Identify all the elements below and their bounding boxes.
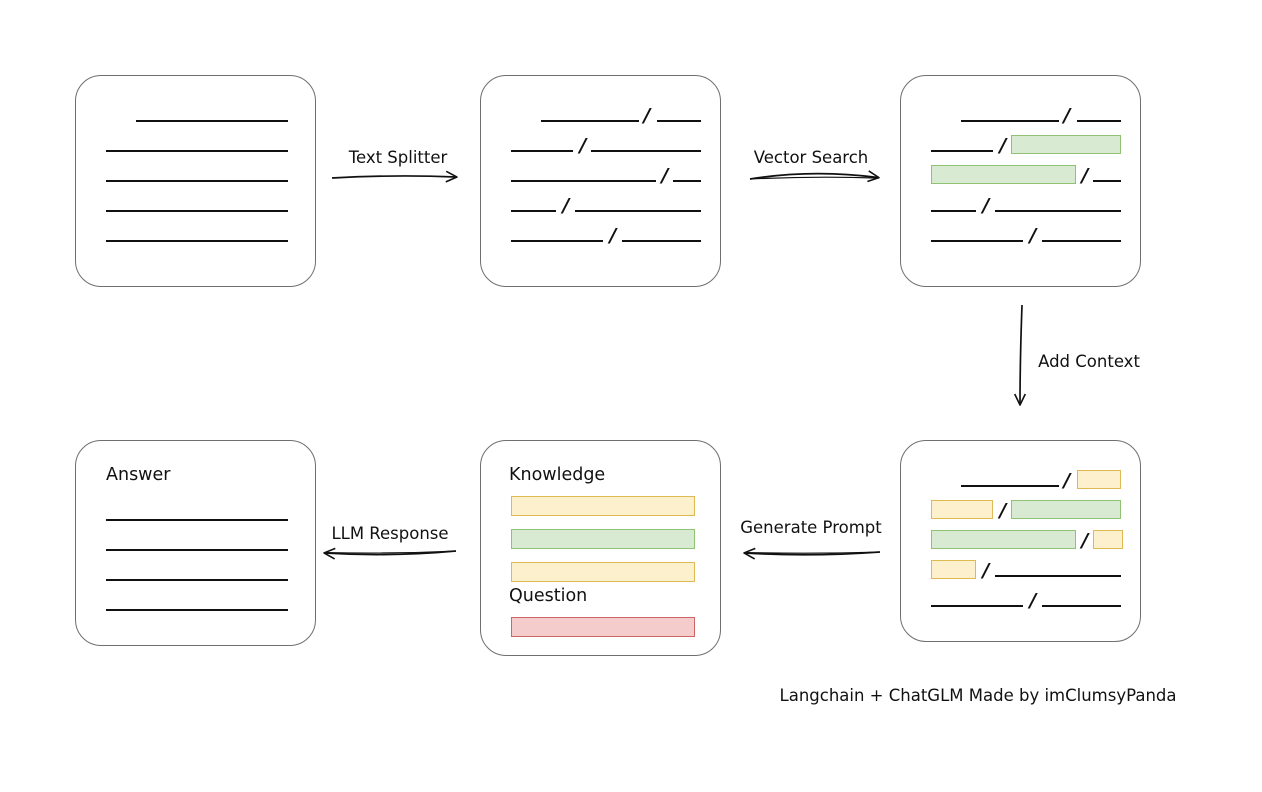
text-line-segment <box>931 210 976 212</box>
edge-label-text-splitter: Text Splitter <box>348 148 448 167</box>
separator-slash: / <box>562 194 570 217</box>
arrow-text-splitter <box>331 170 458 183</box>
text-line-segment <box>657 120 701 122</box>
retrieved-chunk-highlight <box>1011 135 1121 154</box>
separator-slash: / <box>999 499 1007 522</box>
text-line-segment <box>575 210 701 212</box>
text-line-segment <box>1093 180 1121 182</box>
context-chunk-highlight <box>931 500 993 519</box>
separator-slash: / <box>661 164 669 187</box>
knowledge-bar <box>511 562 695 582</box>
text-line <box>136 120 288 122</box>
prompt-card[interactable]: Knowledge Question <box>480 440 721 656</box>
text-line-segment <box>961 485 1059 487</box>
separator-slash: / <box>1063 469 1071 492</box>
text-line-segment <box>931 240 1023 242</box>
matched-document-card[interactable]: / / / / / <box>900 75 1141 287</box>
question-label: Question <box>509 586 588 606</box>
edge-label-llm-response: LLM Response <box>331 524 449 543</box>
question-bar <box>511 617 695 637</box>
text-line-segment <box>541 120 639 122</box>
text-line-segment <box>511 180 656 182</box>
text-line-segment <box>622 240 701 242</box>
text-line-segment <box>961 120 1059 122</box>
text-line <box>106 210 288 212</box>
split-document-card[interactable]: / / / / / <box>480 75 721 287</box>
separator-slash: / <box>1063 104 1071 127</box>
text-line-segment <box>931 605 1023 607</box>
answer-card[interactable]: Answer <box>75 440 316 646</box>
separator-slash: / <box>1081 164 1089 187</box>
separator-slash: / <box>982 559 990 582</box>
separator-slash: / <box>579 134 587 157</box>
context-chunk-highlight <box>1077 470 1121 489</box>
text-line-segment <box>1077 120 1121 122</box>
text-line-segment <box>1042 240 1121 242</box>
diagram-caption: Langchain + ChatGLM Made by imClumsyPand… <box>779 686 1177 705</box>
text-line-segment <box>995 210 1121 212</box>
edge-label-vector-search: Vector Search <box>753 148 869 167</box>
text-line <box>106 180 288 182</box>
edge-label-add-context: Add Context <box>1038 352 1140 371</box>
arrow-vector-search <box>749 170 880 183</box>
knowledge-label: Knowledge <box>509 465 606 485</box>
answer-line <box>106 519 288 521</box>
context-chunk-highlight <box>931 560 976 579</box>
text-line-segment <box>1042 605 1121 607</box>
answer-line <box>106 549 288 551</box>
answer-line <box>106 609 288 611</box>
context-document-card[interactable]: / / / / / <box>900 440 1141 642</box>
text-line-segment <box>591 150 701 152</box>
separator-slash: / <box>643 104 651 127</box>
separator-slash: / <box>1081 529 1089 552</box>
text-line-segment <box>673 180 701 182</box>
text-line-segment <box>511 210 556 212</box>
arrow-llm-response <box>323 547 457 560</box>
separator-slash: / <box>982 194 990 217</box>
answer-label: Answer <box>106 465 171 485</box>
arrow-add-context <box>1013 304 1027 406</box>
separator-slash: / <box>1029 224 1037 247</box>
text-line-segment <box>931 150 993 152</box>
text-line-segment <box>511 240 603 242</box>
knowledge-bar <box>511 496 695 516</box>
answer-line <box>106 579 288 581</box>
separator-slash: / <box>1029 589 1037 612</box>
text-line <box>106 150 288 152</box>
context-chunk-highlight <box>1093 530 1123 549</box>
retrieved-chunk-highlight <box>1011 500 1121 519</box>
edge-label-generate-prompt: Generate Prompt <box>740 518 882 537</box>
knowledge-bar <box>511 529 695 549</box>
text-line-segment <box>511 150 573 152</box>
arrow-generate-prompt <box>743 547 881 560</box>
text-line-segment <box>995 575 1121 577</box>
text-line <box>106 240 288 242</box>
separator-slash: / <box>609 224 617 247</box>
source-document-card[interactable] <box>75 75 316 287</box>
separator-slash: / <box>999 134 1007 157</box>
retrieved-chunk-highlight <box>931 530 1076 549</box>
retrieved-chunk-highlight <box>931 165 1076 184</box>
